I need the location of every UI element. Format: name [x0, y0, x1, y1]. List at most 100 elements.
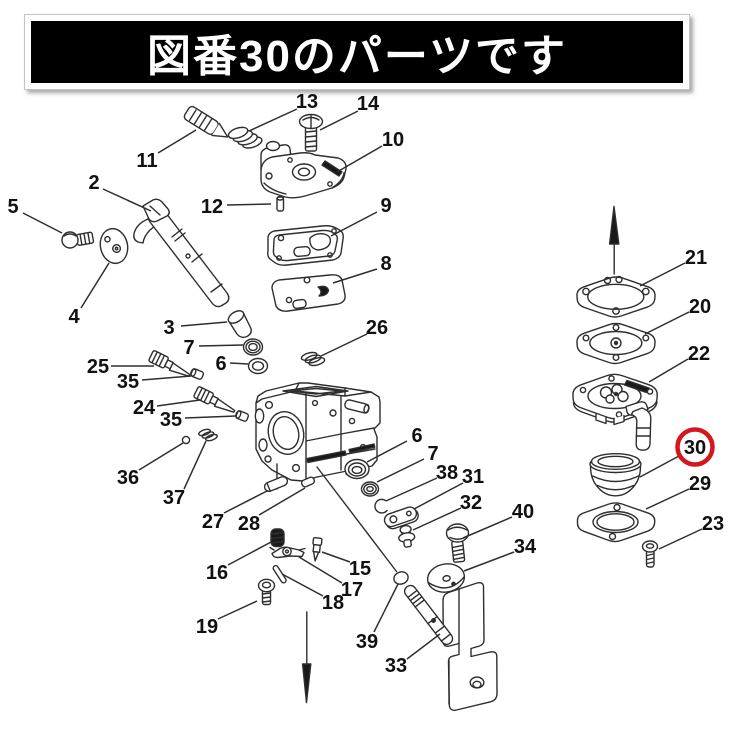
- leader-line-body-to-39: [316, 466, 398, 573]
- part-13-spring: [227, 126, 263, 149]
- part-32-screw: [398, 524, 416, 548]
- part-21-cover-plate: [576, 275, 656, 318]
- leader-line-35: [141, 375, 192, 381]
- part-number-6: 6: [411, 425, 422, 447]
- part-35-cap-upper: [190, 368, 205, 380]
- part-number-25: 25: [87, 356, 109, 378]
- part-38-e-clip: [374, 498, 388, 514]
- leader-line-18: [281, 573, 324, 597]
- title-banner: 図番30のパーツです: [24, 14, 690, 90]
- part-number-13: 13: [296, 91, 318, 113]
- part-number-17: 17: [341, 579, 363, 601]
- part-number-10: 10: [382, 129, 404, 151]
- leader-line-2: [102, 188, 152, 212]
- part-39-o-ring: [393, 571, 409, 585]
- part-7-washer-left: [242, 338, 264, 356]
- part-7-washer-right: [360, 481, 380, 497]
- part-number-39: 39: [356, 631, 378, 653]
- part-number-35: 35: [117, 371, 139, 393]
- leader-line-6: [229, 362, 249, 365]
- leader-line-24: [156, 399, 201, 407]
- leader-line-3: [180, 321, 228, 327]
- part-number-7: 7: [183, 337, 194, 359]
- part-15-needle-valve: [312, 537, 323, 562]
- assembly-arrow-down: [301, 611, 312, 704]
- part-36-ball: [181, 435, 191, 445]
- leader-line-38: [385, 477, 438, 502]
- part-33-bracket: [442, 581, 498, 711]
- part-number-4: 4: [68, 306, 80, 328]
- leader-line-31: [413, 482, 464, 510]
- part-number-34: 34: [514, 536, 537, 558]
- part-number-23: 23: [702, 513, 724, 535]
- leader-line-34: [463, 551, 515, 572]
- part-number-14: 14: [357, 93, 380, 115]
- leader-line-12: [226, 203, 272, 206]
- leader-line-26: [320, 333, 368, 357]
- leader-line-21: [639, 262, 686, 287]
- leader-line-9: [330, 211, 378, 237]
- part-29-flange-gasket: [576, 502, 656, 543]
- leader-line-19: [217, 600, 258, 620]
- part-number-29: 29: [689, 473, 711, 495]
- leader-line-10: [336, 145, 383, 173]
- part-37-spring: [198, 428, 218, 442]
- leader-line-30: [639, 455, 680, 478]
- part-number-28: 28: [238, 513, 260, 535]
- leader-line-29: [645, 488, 690, 510]
- part-18-pin: [272, 564, 287, 584]
- part-number-21: 21: [685, 247, 707, 269]
- part-number-26: 26: [366, 317, 388, 339]
- part-40-screw: [445, 523, 470, 563]
- part-26-spring: [300, 351, 326, 367]
- leader-line-23: [658, 528, 703, 550]
- leader-line-14: [319, 110, 359, 131]
- leader-line-36: [138, 442, 184, 471]
- leader-line-20: [644, 311, 690, 335]
- leader-line-8: [332, 268, 378, 284]
- part-16-spring: [270, 528, 285, 548]
- part-number-32: 32: [460, 492, 482, 514]
- part-9-gasket: [267, 225, 344, 266]
- part-33-choke-shaft: [403, 584, 454, 646]
- part-number-40: 40: [512, 501, 534, 523]
- part-17-metering-lever: [269, 546, 306, 559]
- highlight-circle-part-30: [675, 427, 715, 467]
- part-number-9: 9: [380, 195, 391, 217]
- part-6-plug-right: [344, 458, 370, 480]
- exploded-view-art: [61, 105, 659, 711]
- leader-line-15: [321, 551, 351, 563]
- part-6-ring-left: [247, 357, 269, 375]
- leader-line-16: [227, 541, 272, 566]
- leader-line-6: [366, 440, 408, 463]
- part-number-6: 6: [215, 353, 226, 375]
- part-4-disc: [99, 227, 129, 265]
- part-3-bushing: [227, 310, 252, 339]
- leader-line-22: [648, 358, 689, 383]
- part-30-primer-cup: [589, 453, 642, 497]
- part-carburetor-body: [254, 382, 381, 482]
- part-number-15: 15: [349, 558, 371, 580]
- part-number-8: 8: [380, 253, 391, 275]
- part-number-36: 36: [117, 467, 139, 489]
- leader-line-32: [412, 507, 462, 531]
- leader-line-37: [183, 440, 207, 490]
- leader-line-40: [462, 516, 513, 539]
- leader-line-11: [157, 129, 197, 154]
- leader-line-28: [258, 487, 306, 516]
- leader-line-39: [373, 583, 399, 633]
- part-number-38: 38: [436, 462, 458, 484]
- part-number-11: 11: [136, 150, 157, 172]
- part-10-pump-cover: [260, 140, 347, 199]
- leader-line-17: [298, 556, 343, 584]
- part-number-2: 2: [88, 172, 99, 194]
- part-number-7: 7: [427, 443, 438, 465]
- part-number-19: 19: [196, 616, 218, 638]
- leader-line-13: [248, 108, 298, 132]
- part-11-idle-plug: [183, 105, 229, 138]
- part-5-screw: [61, 231, 95, 249]
- leader-line-5: [22, 212, 63, 234]
- part-number-31: 31: [462, 466, 484, 488]
- part-23-screw: [641, 540, 659, 568]
